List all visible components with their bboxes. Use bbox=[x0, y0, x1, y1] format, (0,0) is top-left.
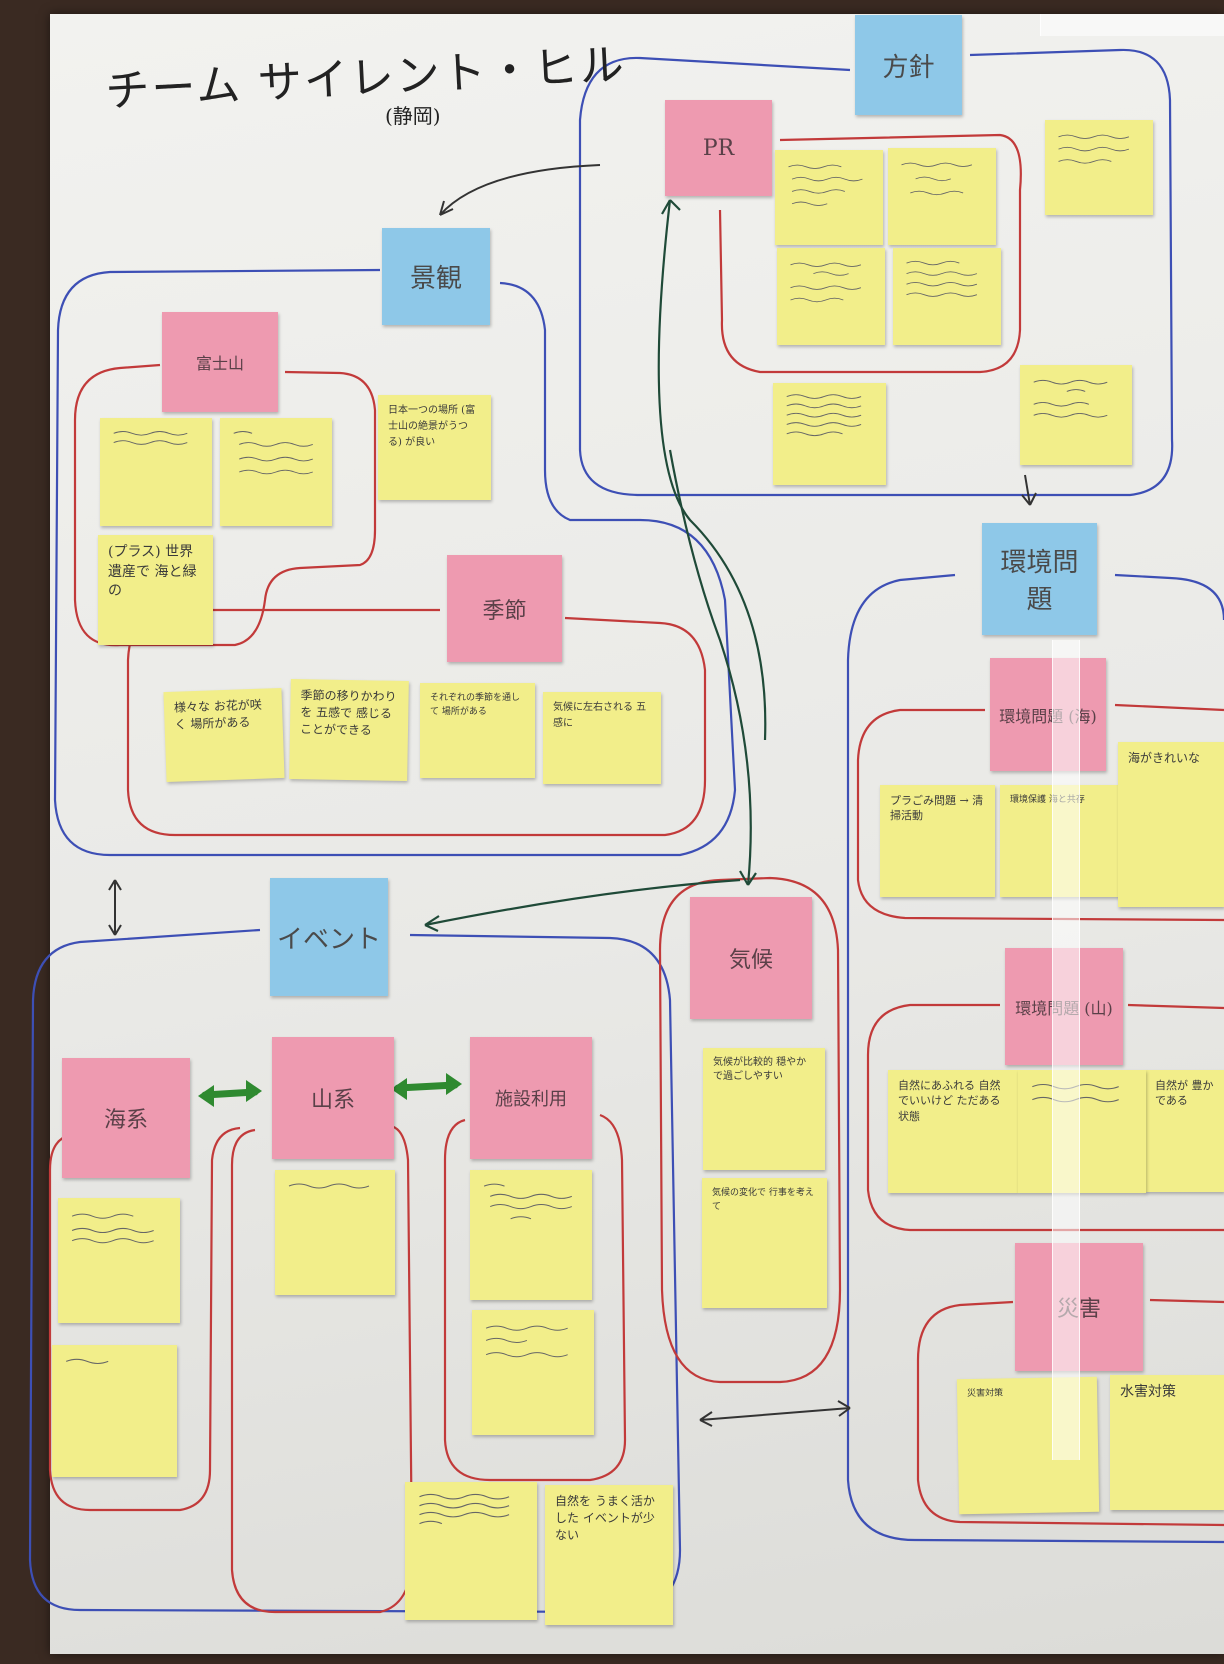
topic-env-sea: 環境問題 (海) bbox=[990, 658, 1106, 771]
note-season-3: それぞれの季節を通して 場所がある bbox=[420, 683, 535, 778]
topic-climate: 気候 bbox=[690, 897, 812, 1019]
topic-fuji: 富士山 bbox=[162, 312, 278, 412]
handwriting-scribble bbox=[786, 394, 862, 437]
handwriting-scribble bbox=[1032, 1083, 1119, 1103]
handwriting-scribble bbox=[790, 262, 862, 303]
handwriting-scribble bbox=[906, 260, 978, 297]
handwriting-scribble bbox=[901, 162, 973, 196]
note-event-nature: 自然を うまく活かした イベントが少ない bbox=[545, 1485, 673, 1625]
handwriting-scribble bbox=[113, 431, 188, 445]
sticky-note bbox=[220, 418, 332, 526]
handwriting-scribble bbox=[485, 1325, 568, 1358]
handwriting-scribble bbox=[1033, 379, 1108, 418]
tape-strip bbox=[1052, 640, 1080, 1460]
sticky-note bbox=[275, 1170, 395, 1295]
note-env-sea-1: プラごみ問題 → 清掃活動 bbox=[880, 785, 995, 897]
note-env-mountain-1: 自然にあふれる 自然でいいけど ただある状態 bbox=[888, 1070, 1018, 1193]
category-scenery: 景観 bbox=[382, 228, 490, 325]
sticky-note bbox=[773, 383, 886, 485]
handwriting-scribble bbox=[419, 1493, 510, 1525]
topic-season: 季節 bbox=[447, 555, 562, 662]
sticky-note bbox=[52, 1345, 177, 1477]
topic-sea: 海系 bbox=[62, 1058, 190, 1178]
handwriting-scribble bbox=[1058, 134, 1130, 164]
handwriting-scribble bbox=[66, 1358, 109, 1365]
sticky-note bbox=[100, 418, 212, 526]
topic-facility: 施設利用 bbox=[470, 1037, 592, 1159]
tape-strip bbox=[1040, 14, 1224, 36]
sticky-note bbox=[775, 150, 883, 245]
note-disaster-2: 水害対策 bbox=[1110, 1375, 1224, 1510]
note-japan-first: 日本一つの場所 (富士山の絶景がうつる) が良い bbox=[378, 395, 491, 500]
handwriting-scribble bbox=[233, 431, 313, 475]
topic-mountain: 山系 bbox=[272, 1037, 394, 1159]
sticky-note bbox=[1045, 120, 1153, 215]
note-season-2: 季節の移りかわりを 五感で 感じることができる bbox=[289, 678, 409, 782]
note-season-1: 様々な お花が咲く 場所がある bbox=[163, 687, 285, 783]
note-env-sea-3: 海がきれいな bbox=[1118, 742, 1224, 907]
category-policy: 方針 bbox=[855, 15, 962, 115]
sticky-note bbox=[58, 1198, 180, 1323]
sticky-note bbox=[470, 1170, 592, 1300]
note-fuji-heritage: (プラス) 世界遺産で 海と緑の bbox=[98, 535, 213, 645]
sticky-note bbox=[893, 248, 1001, 345]
sticky-note bbox=[405, 1482, 537, 1620]
sticky-note bbox=[472, 1310, 594, 1435]
handwriting-scribble bbox=[483, 1183, 572, 1220]
poster-subtitle: (静岡) bbox=[385, 104, 441, 128]
sticky-note bbox=[1018, 1070, 1146, 1193]
note-climate-2: 気候の変化で 行事を考えて bbox=[702, 1178, 827, 1308]
category-environment: 環境問題 bbox=[982, 523, 1097, 635]
note-season-4: 気候に左右される 五感に bbox=[543, 692, 661, 784]
sticky-note bbox=[1020, 365, 1132, 465]
category-event: イベント bbox=[270, 878, 388, 996]
topic-pr: PR bbox=[665, 100, 772, 196]
handwriting-scribble bbox=[288, 1183, 370, 1189]
sticky-note bbox=[777, 248, 885, 345]
note-climate-1: 気候が比較的 穏やかで過ごしやすい bbox=[703, 1048, 825, 1170]
note-env-mountain-2: 自然が 豊かである bbox=[1145, 1070, 1224, 1192]
handwriting-scribble bbox=[788, 164, 863, 206]
handwriting-scribble bbox=[71, 1213, 154, 1244]
sticky-note bbox=[888, 148, 996, 245]
